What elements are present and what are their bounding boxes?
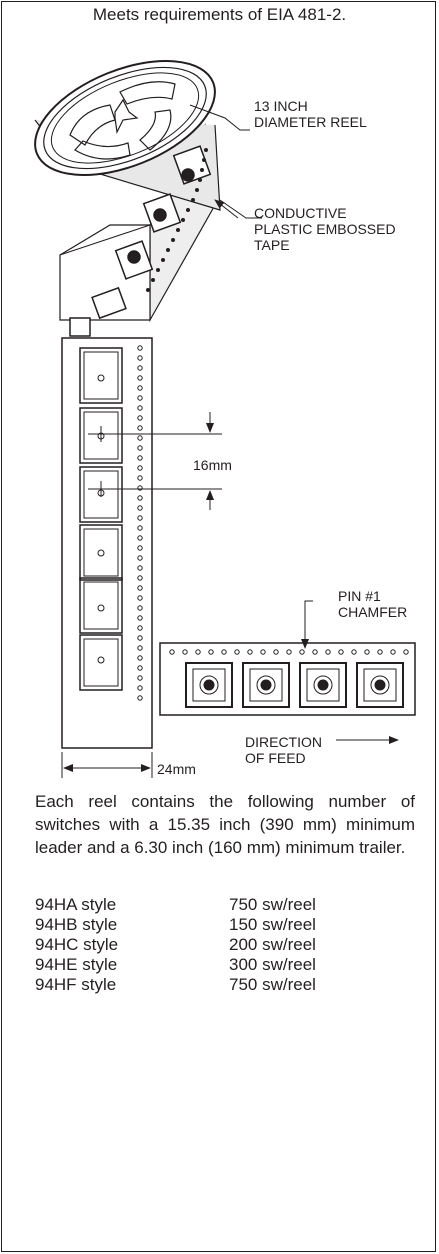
table-row: 94HC style 200 sw/reel — [35, 935, 316, 955]
table-row: 94HB style 150 sw/reel — [35, 915, 316, 935]
pitch-dimension — [88, 412, 222, 510]
style-cell: 94HE style — [35, 955, 118, 974]
qty-cell: 750 sw/reel — [229, 975, 316, 994]
reel-description: Each reel contains the following number … — [35, 792, 415, 857]
width-dimension — [61, 752, 153, 778]
tape-callout: CONDUCTIVE PLASTIC EMBOSSED TAPE — [254, 205, 396, 253]
tape-reel-drawing — [34, 60, 416, 778]
leader-lines — [189, 104, 399, 744]
vertical-tape-strip — [61, 337, 153, 749]
style-cell: 94HF style — [35, 975, 117, 994]
reel-quantity-table: 94HA style 750 sw/reel 94HB style 150 sw… — [35, 895, 316, 995]
qty-cell: 300 sw/reel — [229, 955, 316, 974]
diagonal-sprocket-holes — [146, 148, 208, 292]
table-row: 94HA style 750 sw/reel — [35, 895, 316, 915]
table-row: 94HE style 300 sw/reel — [35, 955, 316, 975]
style-cell: 94HB style — [35, 915, 118, 934]
reel-illustration — [34, 60, 221, 337]
qty-cell: 200 sw/reel — [229, 935, 316, 954]
qty-cell: 150 sw/reel — [229, 915, 316, 934]
reel-callout: 13 INCH DIAMETER REEL — [254, 98, 367, 130]
horizontal-tape — [159, 642, 416, 716]
style-cell: 94HA style — [35, 895, 117, 914]
qty-cell: 750 sw/reel — [229, 895, 316, 914]
width-callout: 24mm — [157, 761, 196, 777]
pitch-callout: 16mm — [193, 457, 232, 473]
direction-callout: DIRECTION OF FEED — [245, 734, 322, 766]
style-cell: 94HC style — [35, 935, 119, 954]
table-row: 94HF style 750 sw/reel — [35, 975, 316, 995]
eia-requirement-note: Meets requirements of EIA 481-2. — [92, 5, 347, 24]
pin-callout: PIN #1 CHAMFER — [338, 588, 408, 620]
